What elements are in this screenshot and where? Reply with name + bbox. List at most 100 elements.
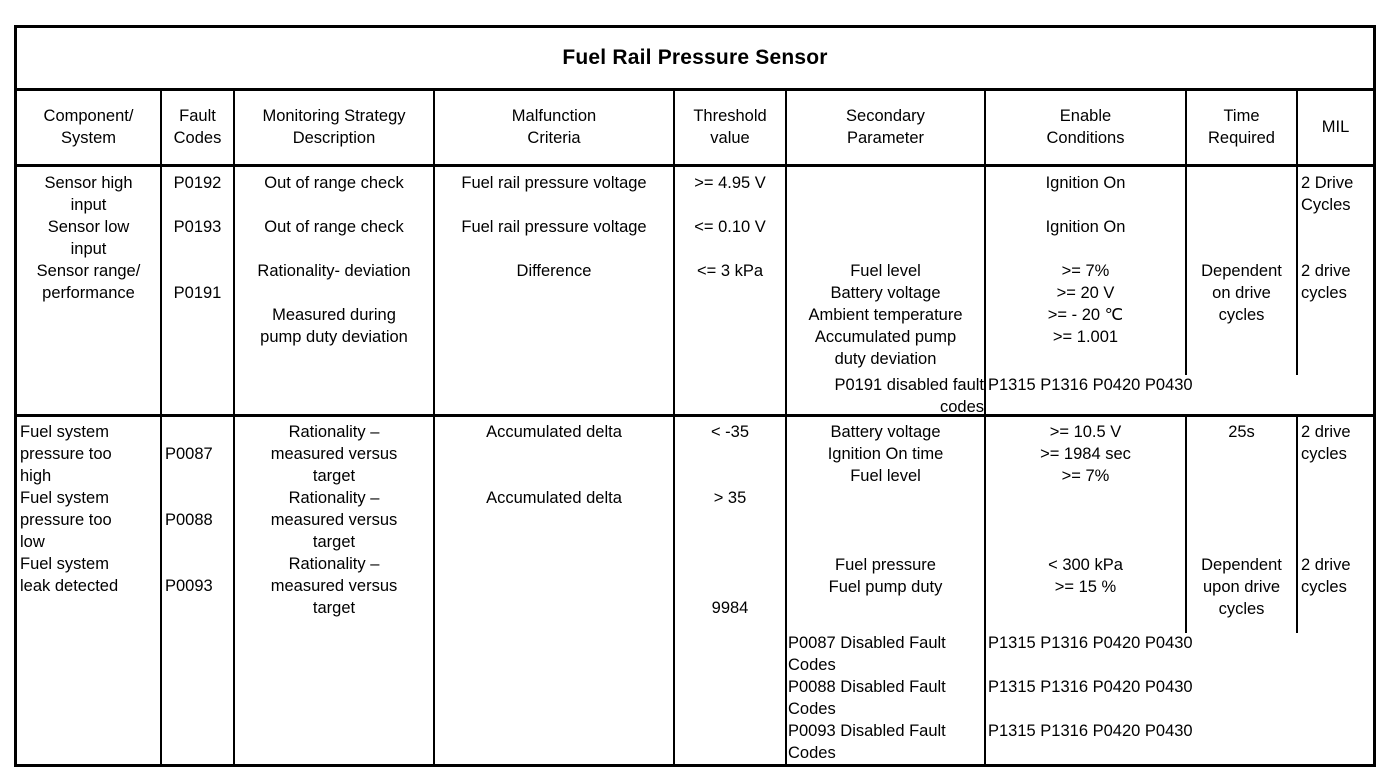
header-enable-conditions: Enable Conditions — [984, 91, 1185, 164]
cell-time-required: Dependent on drive cycles — [1187, 261, 1296, 327]
enable-item: >= 7% — [1061, 466, 1110, 485]
header-fault-codes: Fault Codes — [160, 91, 233, 164]
disabled-fault-codes: P1315 P1316 P0420 P0430 — [988, 634, 1193, 652]
disabled-fault-label: P0087 Disabled Fault Codes — [788, 634, 946, 674]
monitoring-item: Measured during pump duty deviation — [260, 305, 408, 346]
component-item: Sensor high input — [44, 174, 133, 214]
enable-item: Ignition On — [1045, 217, 1126, 236]
column-divider-4 — [673, 417, 675, 767]
mil-value: 2 Drive Cycles — [1301, 174, 1354, 214]
column-divider-8 — [1296, 167, 1298, 375]
table-title-band: Fuel Rail Pressure Sensor — [17, 28, 1373, 91]
header-line-2: System — [60, 128, 116, 147]
column-divider-4 — [673, 167, 675, 417]
diagnostic-table: Fuel Rail Pressure Sensor Component/ Sys… — [14, 25, 1376, 767]
cell-mil: 2 Drive Cycles xx 2 drive cycles — [1298, 173, 1373, 305]
monitoring-item: Rationality- deviation — [257, 261, 411, 280]
column-divider-1 — [160, 417, 162, 767]
disabled-fault-label: P0088 Disabled Fault Codes — [788, 678, 946, 718]
header-mil: MIL — [1296, 91, 1373, 164]
malfunction-item: Accumulated delta — [486, 423, 622, 441]
table-row-group-2: Fuel system pressure too high Fuel syste… — [17, 417, 1373, 767]
column-divider-6 — [984, 417, 986, 767]
cell-time-required-bottom: Dependent upon drive cycles — [1187, 555, 1296, 621]
component-item: Fuel system pressure too low — [20, 488, 112, 551]
secondary-item: Ambient temperature — [808, 305, 963, 324]
header-line-2: Conditions — [1046, 128, 1125, 147]
secondary-item: Fuel pressure — [835, 556, 936, 574]
disabled-fault-label: P0191 disabled fault codes — [834, 376, 984, 416]
cell-monitoring-strategy: Rationality – measured versus target Rat… — [235, 422, 433, 619]
malfunction-item: Fuel rail pressure voltage — [461, 217, 647, 236]
header-line-1: MIL — [1321, 117, 1350, 136]
fault-code: P0088 — [165, 510, 213, 529]
secondary-item: Battery voltage — [830, 283, 941, 302]
cell-mil-bottom: 2 drive cycles — [1298, 555, 1373, 599]
header-line-1: Component/ — [43, 106, 134, 125]
cell-threshold-value: >= 4.95 V x <= 0.10 V x <= 3 kPa — [675, 173, 785, 283]
enable-item: >= 1984 sec — [1040, 444, 1131, 463]
secondary-item: Fuel level — [850, 262, 921, 280]
enable-item: >= - 20 ℃ — [1047, 305, 1124, 324]
header-time-required: Time Required — [1185, 91, 1296, 164]
fault-code: P0093 — [165, 576, 213, 595]
disabled-fault-codes: P1315 P1316 P0420 P0430 — [988, 376, 1193, 394]
header-malfunction-criteria: Malfunction Criteria — [433, 91, 673, 164]
header-component-system: Component/ System — [17, 91, 160, 164]
cell-time-required-top: 25s — [1187, 422, 1296, 444]
column-divider-3 — [433, 417, 435, 767]
threshold-item: 9984 — [711, 598, 749, 617]
header-line-1: Fault — [179, 106, 216, 125]
enable-item: >= 20 V — [1056, 283, 1115, 302]
table-row-group-1: Sensor high input Sensor low input Senso… — [17, 167, 1373, 417]
header-line-1: Threshold — [693, 106, 767, 125]
component-item: Fuel system pressure too high — [20, 423, 112, 485]
header-line-2: Parameter — [846, 128, 925, 147]
malfunction-item: Fuel rail pressure voltage — [461, 174, 647, 192]
monitoring-item: Out of range check — [264, 174, 404, 192]
cell-fault-codes: P0087 xx P0088 xx P0093 — [162, 444, 233, 598]
cell-secondary-parameter-bottom: Fuel pressure Fuel pump duty — [787, 555, 984, 599]
component-item: Sensor low input — [47, 217, 130, 258]
fault-code: P0087 — [165, 445, 213, 463]
column-divider-2 — [233, 417, 235, 767]
malfunction-item: Accumulated delta — [486, 488, 622, 507]
disabled-fault-label: P0093 Disabled Fault Codes — [788, 722, 946, 762]
monitoring-item: Rationality – measured versus target — [270, 554, 398, 617]
threshold-item: <= 3 kPa — [696, 261, 764, 280]
component-item: Sensor range/ performance — [36, 261, 141, 302]
disabled-fault-codes: P1315 P1316 P0420 P0430 — [988, 678, 1193, 696]
column-divider-2 — [233, 167, 235, 417]
column-divider-5 — [785, 167, 787, 417]
monitoring-item: Rationality – measured versus target — [270, 488, 398, 551]
header-line-2: Description — [292, 128, 376, 147]
header-line-1: Malfunction — [511, 106, 597, 125]
header-line-1: Monitoring Strategy — [262, 106, 406, 125]
table-body: Sensor high input Sensor low input Senso… — [17, 167, 1373, 767]
mil-value: 2 drive cycles — [1301, 423, 1351, 463]
cell-secondary-parameter: Fuel level Battery voltage Ambient tempe… — [787, 261, 984, 371]
enable-item: >= 7% — [1061, 261, 1110, 280]
header-line-1: Secondary — [846, 106, 925, 125]
secondary-item: Battery voltage — [830, 423, 941, 441]
fault-code: P0193 — [173, 217, 222, 236]
header-line-2: Criteria — [527, 128, 581, 147]
header-line-2: Required — [1208, 128, 1275, 147]
disabled-fault-codes: P1315 P1316 P0420 P0430 — [988, 722, 1193, 740]
header-monitoring-strategy-description: Monitoring Strategy Description — [233, 91, 433, 164]
enable-item: >= 10.5 V — [1049, 423, 1122, 441]
cell-fault-codes: P0192 x P0193 x x P0191 — [162, 173, 233, 305]
cell-mil-top: 2 drive cycles — [1298, 422, 1373, 466]
time-required-value: Dependent upon drive cycles — [1201, 556, 1282, 618]
enable-item: Ignition On — [1045, 174, 1126, 192]
header-secondary-parameter: Secondary Parameter — [785, 91, 984, 164]
secondary-item: Ignition On time — [827, 444, 944, 463]
monitoring-item: Out of range check — [264, 217, 404, 236]
threshold-item: < -35 — [710, 423, 750, 441]
cell-enable-conditions-bottom: < 300 kPa >= 15 % — [986, 555, 1185, 599]
cell-component-system: Fuel system pressure too high Fuel syste… — [17, 422, 160, 598]
header-line-1: Time — [1223, 106, 1260, 125]
column-divider-1 — [160, 167, 162, 417]
cell-enable-conditions-top: >= 10.5 V >= 1984 sec >= 7% — [986, 422, 1185, 488]
